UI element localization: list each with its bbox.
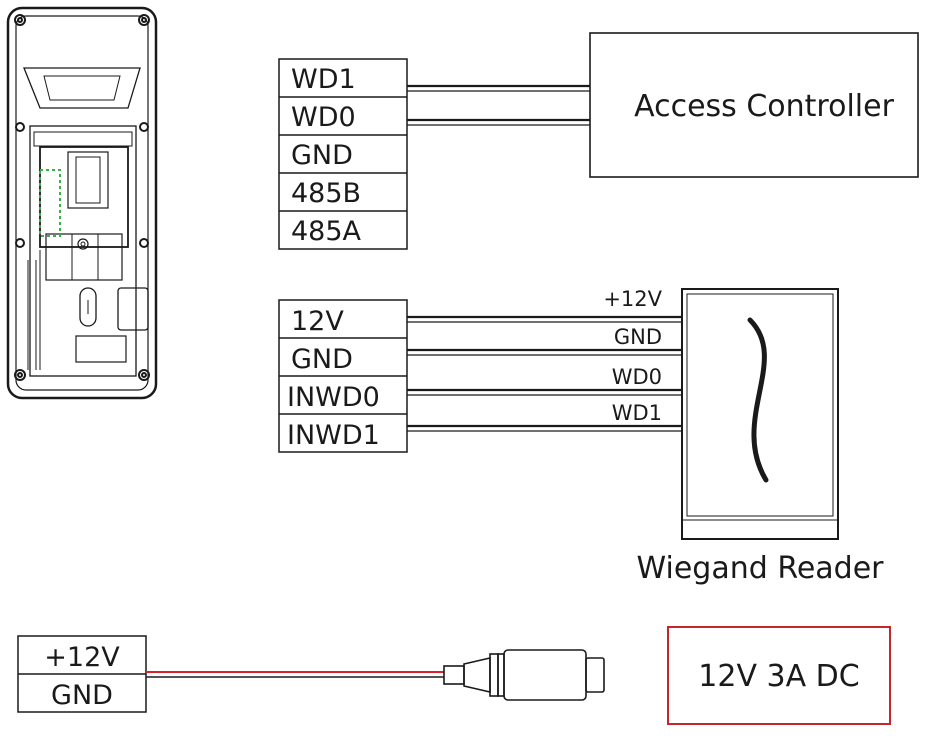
- wire-label-wd0: WD0: [612, 365, 662, 389]
- terminal-label-inwd0: INWD0: [287, 382, 380, 413]
- device-back-view: [6, 6, 158, 400]
- upper-terminal-block: WD1 WD0 GND 485B 485A: [278, 58, 408, 250]
- dc-plug-icon: [443, 649, 605, 701]
- wiegand-reader-label: Wiegand Reader: [637, 551, 885, 586]
- access-controller-label: Access Controller: [634, 89, 894, 124]
- wire-label-wd1: WD1: [612, 401, 662, 425]
- terminal-label-485b: 485B: [291, 178, 361, 209]
- access-controller: Access Controller: [589, 32, 919, 178]
- wire-label-12v: +12V: [603, 287, 662, 311]
- terminal-label-wd1: WD1: [291, 64, 356, 95]
- reader-wires: [407, 315, 682, 432]
- lower-terminal-block: 12V GND INWD0 INWD1: [278, 299, 408, 453]
- power-label-gnd: GND: [51, 680, 113, 711]
- terminal-label-gnd-lower: GND: [291, 344, 353, 375]
- power-supply: 12V 3A DC: [667, 626, 891, 725]
- wire-label-gnd: GND: [614, 325, 662, 349]
- power-cable: [146, 671, 444, 678]
- terminal-label-12v: 12V: [291, 306, 344, 337]
- terminal-label-485a: 485A: [291, 216, 362, 247]
- controller-wires: [407, 84, 590, 126]
- power-terminal-block: +12V GND: [17, 635, 147, 713]
- terminal-label-wd0: WD0: [291, 102, 356, 133]
- screw-icon: [14, 14, 150, 381]
- terminal-label-inwd1: INWD1: [287, 420, 380, 451]
- terminal-label-gnd: GND: [291, 140, 353, 171]
- wiegand-reader: Wiegand Reader: [637, 288, 885, 586]
- wave-icon: [747, 317, 769, 483]
- indicator-outline: [39, 169, 61, 237]
- power-label-12v: +12V: [44, 642, 120, 673]
- power-supply-label: 12V 3A DC: [698, 659, 859, 694]
